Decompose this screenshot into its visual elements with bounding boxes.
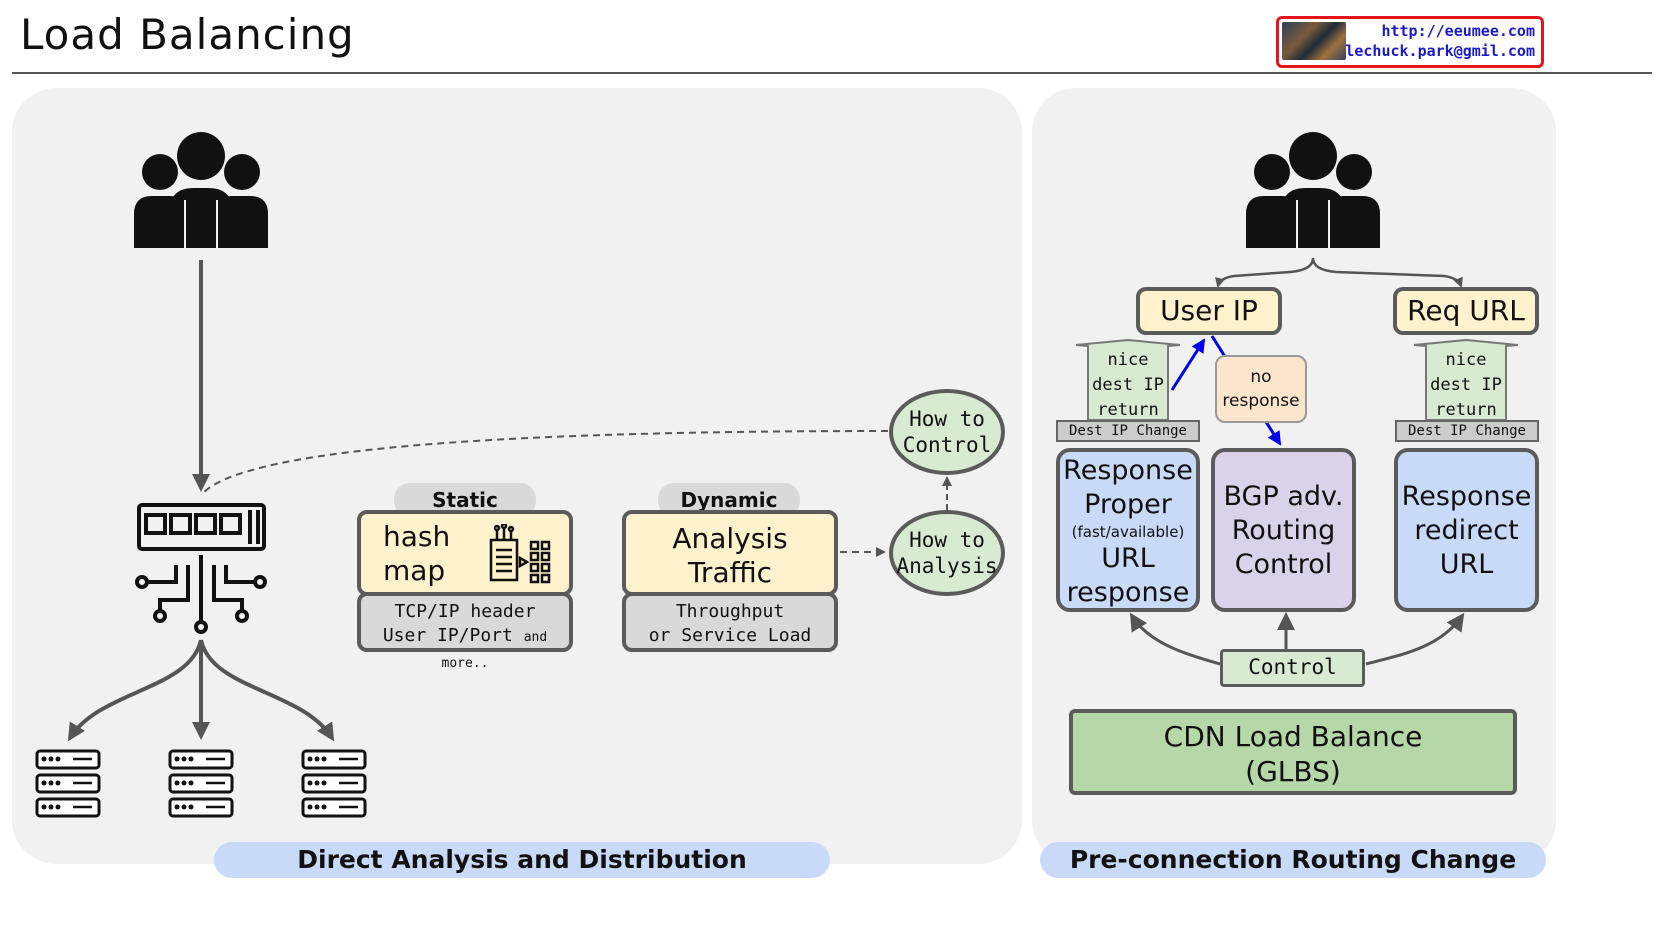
no-response-note: no response (1215, 355, 1307, 423)
static-detail-small: and more.. (441, 630, 548, 671)
url-response-label: URL response (1066, 543, 1190, 608)
control-box: Control (1220, 649, 1365, 687)
response-proper-small: (fast/available) (1071, 523, 1185, 541)
cdn-load-balance-box: CDN Load Balance (GLBS) (1069, 709, 1517, 795)
req-url-box: Req URL (1393, 287, 1539, 335)
title-divider (12, 72, 1652, 74)
author-photo (1282, 22, 1346, 60)
nice-dest-ip-left: nice dest IP return (1092, 350, 1164, 420)
server-icon (35, 749, 367, 818)
left-panel-label: Direct Analysis and Distribution (214, 842, 830, 878)
analysis-traffic-box: Analysis Traffic (622, 510, 838, 596)
hash-map-label: hash map (383, 520, 451, 587)
how-to-control-oval: How to Control (889, 389, 1005, 475)
page-title: Load Balancing (20, 10, 355, 59)
users-icon (134, 132, 268, 248)
right-panel-label: Pre-connection Routing Change (1040, 842, 1546, 878)
static-detail-box: TCP/IP header User IP/Port and more.. (357, 592, 573, 671)
static-detail-line1: TCP/IP header (394, 601, 536, 622)
hash-map-box: hash map (357, 510, 573, 596)
response-proper-box: Response Proper (fast/available) URL res… (1056, 448, 1200, 612)
dynamic-detail-box: Throughput or Service Load (622, 592, 838, 652)
document-grid-icon (489, 524, 551, 584)
dest-ip-change-tag-left: Dest IP Change (1056, 420, 1200, 442)
dest-ip-change-tag-right: Dest IP Change (1395, 420, 1539, 442)
static-detail-line2: User IP/Port and more.. (382, 625, 548, 671)
contact-url[interactable]: http://eeumee.com (1381, 22, 1535, 40)
response-redirect-box: Response redirect URL (1394, 448, 1539, 612)
network-switch-icon (135, 503, 267, 634)
how-to-analysis-oval: How to Analysis (889, 510, 1005, 596)
users-icon (1246, 132, 1380, 248)
user-ip-box: User IP (1136, 287, 1282, 335)
bgp-routing-box: BGP adv. Routing Control (1211, 448, 1356, 612)
nice-dest-ip-right: nice dest IP return (1430, 350, 1502, 420)
contact-email[interactable]: lechuck.park@gmil.com (1345, 42, 1535, 60)
response-proper-label: Response Proper (1063, 455, 1193, 520)
